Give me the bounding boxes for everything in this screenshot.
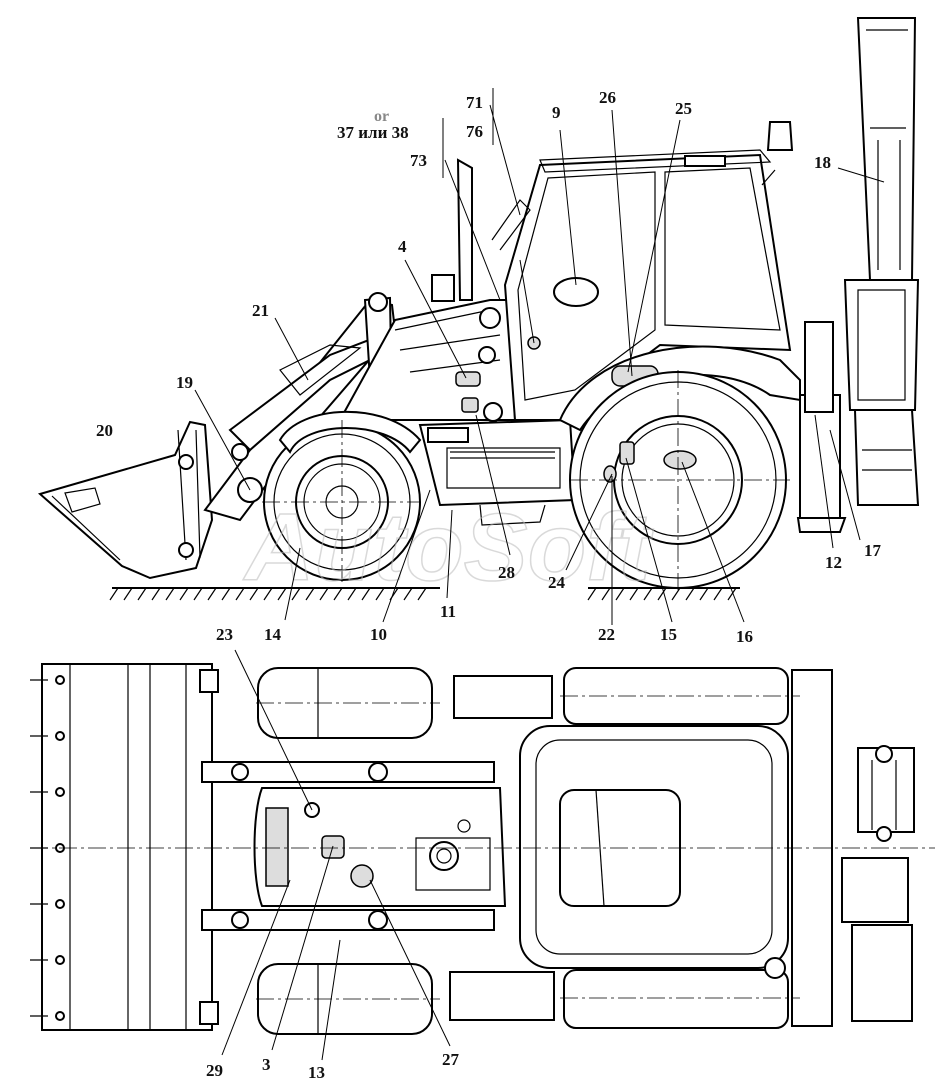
label-9: 9 <box>552 103 561 122</box>
label-24: 24 <box>548 573 566 592</box>
label-28: 28 <box>498 563 515 582</box>
label-15: 15 <box>660 625 677 644</box>
label-76: 76 <box>466 122 483 141</box>
hood <box>338 158 517 422</box>
cab <box>491 121 794 421</box>
top-view <box>30 663 935 1035</box>
side-view <box>37 17 920 601</box>
leader-lines <box>194 88 885 1061</box>
label-10: 10 <box>370 625 387 644</box>
front-bucket <box>37 420 214 580</box>
label-71: 71 <box>466 93 483 112</box>
or-text: or <box>374 108 389 125</box>
chassis <box>418 394 841 526</box>
label-4: 4 <box>398 237 407 256</box>
label-25: 25 <box>675 99 692 118</box>
label-22: 22 <box>598 625 615 644</box>
label-16: 16 <box>736 627 753 646</box>
bucket-top <box>30 663 219 1031</box>
label-26: 26 <box>599 88 616 107</box>
label-20: 20 <box>96 421 113 440</box>
label-13: 13 <box>308 1063 325 1082</box>
backhoe-top <box>841 745 915 1022</box>
ground-left <box>109 587 440 601</box>
loader-arm-top-upper <box>201 761 495 783</box>
label-19: 19 <box>176 373 193 392</box>
label-73: 73 <box>410 151 427 170</box>
callout-labels: 71 76 9 26 25 or 37 или 38 73 18 4 21 19… <box>96 88 882 1082</box>
label-11: 11 <box>440 602 456 621</box>
label-37-or-38: 37 или 38 <box>337 123 409 142</box>
hood-top <box>253 787 507 907</box>
label-12: 12 <box>825 553 842 572</box>
watermark: AutoSoft <box>243 494 654 601</box>
label-3: 3 <box>262 1055 271 1074</box>
label-21: 21 <box>252 301 269 320</box>
label-23: 23 <box>216 625 233 644</box>
label-29: 29 <box>206 1061 223 1080</box>
label-18: 18 <box>814 153 831 172</box>
label-17: 17 <box>864 541 882 560</box>
label-27: 27 <box>442 1050 460 1069</box>
loader-arm-top-lower <box>201 909 495 931</box>
backhoe-boom <box>796 17 920 533</box>
label-14: 14 <box>264 625 282 644</box>
